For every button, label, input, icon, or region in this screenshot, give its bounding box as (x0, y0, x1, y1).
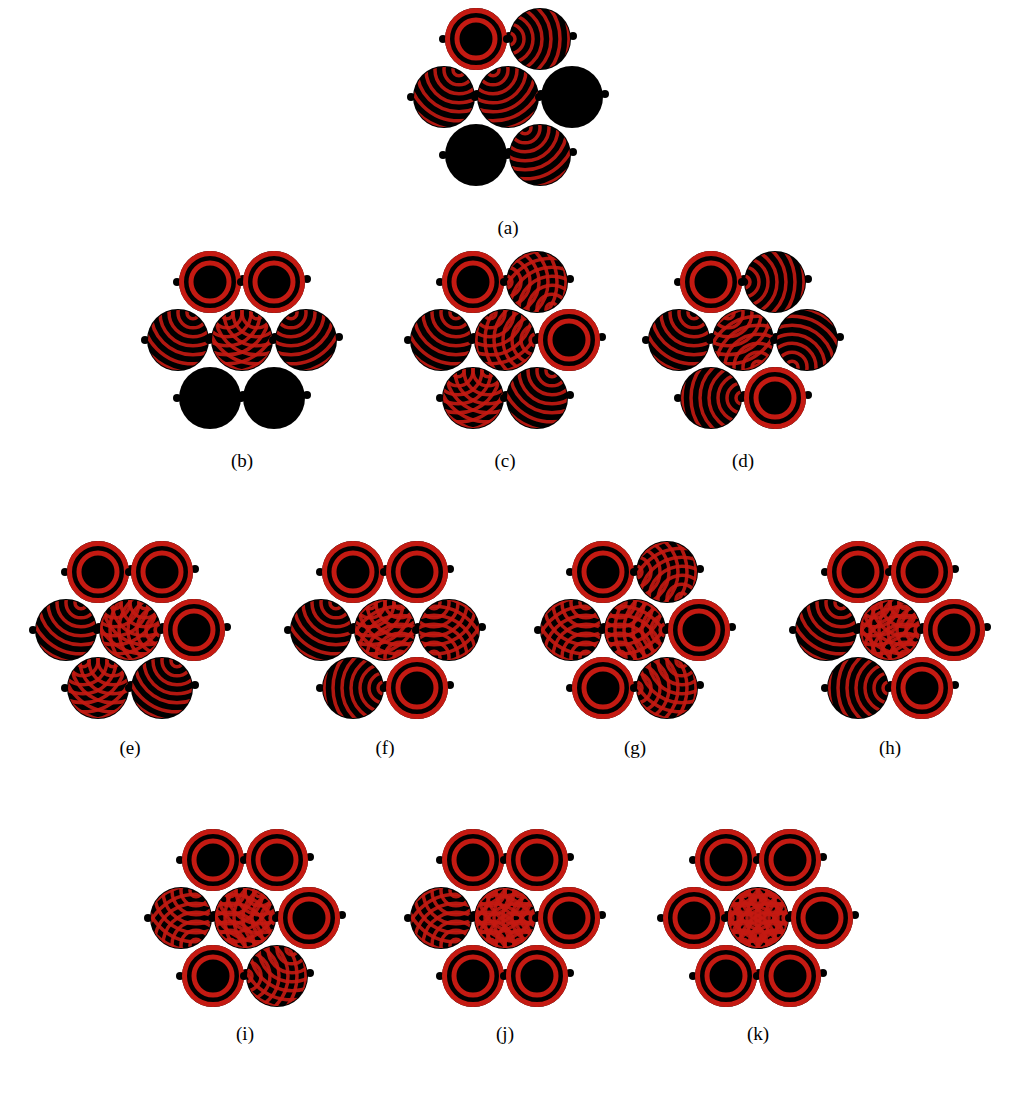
panel-label: (d) (732, 450, 754, 472)
disc (532, 887, 606, 949)
disc-cluster (276, 541, 494, 748)
disc (753, 829, 827, 891)
disc (689, 829, 763, 891)
panel-label: (j) (496, 1023, 514, 1045)
disc (173, 367, 247, 429)
disc (465, 68, 585, 188)
disc (566, 541, 640, 603)
disc-cluster (634, 222, 852, 458)
disc (738, 367, 812, 429)
disc-cluster (396, 222, 612, 431)
panel-label: (c) (494, 450, 515, 472)
disc (732, 307, 852, 427)
panel-label: (g) (624, 737, 646, 759)
disc-cluster (136, 829, 352, 1036)
disc (439, 8, 513, 70)
disc-cluster (526, 512, 742, 748)
disc (231, 253, 351, 373)
panel-label: (i) (236, 1023, 254, 1045)
disc (576, 601, 742, 748)
disc (186, 889, 352, 1036)
disc (117, 601, 237, 721)
disc (500, 829, 574, 891)
disc (173, 251, 247, 313)
panel-label: (b) (231, 450, 253, 472)
panel-label: (e) (119, 737, 140, 759)
disc (125, 541, 199, 603)
disc (237, 367, 311, 429)
disc-cluster (133, 251, 351, 429)
disc (436, 945, 510, 1007)
disc (885, 541, 959, 603)
disc-cluster (399, 0, 609, 188)
disc (157, 599, 231, 661)
disc (436, 829, 510, 891)
disc-cluster (396, 829, 606, 1007)
disc (380, 657, 454, 719)
panel-label: (f) (376, 737, 395, 759)
disc (785, 887, 859, 949)
disc (240, 829, 314, 891)
disc (657, 887, 731, 949)
disc (689, 945, 763, 1007)
panel-label: (a) (497, 217, 518, 239)
disc (674, 251, 748, 313)
disc (885, 657, 959, 719)
disc (176, 829, 250, 891)
panel-label: (k) (747, 1023, 769, 1045)
disc (316, 541, 390, 603)
disc (917, 599, 991, 661)
disc (566, 657, 640, 719)
disc-cluster (781, 541, 991, 748)
disc (753, 945, 827, 1007)
disc-cluster (21, 541, 237, 721)
disc (176, 945, 250, 1007)
disc (662, 599, 736, 661)
disc (433, 10, 553, 130)
disc (380, 541, 454, 603)
disc (532, 309, 606, 371)
disc (237, 251, 311, 313)
disc (436, 251, 510, 313)
disc (439, 124, 513, 186)
disc (272, 887, 346, 949)
disc-cluster (657, 829, 859, 1007)
panel-label: (h) (879, 737, 901, 759)
disc (61, 541, 135, 603)
disc (821, 541, 895, 603)
disc (500, 945, 574, 1007)
disc (492, 311, 612, 431)
disc (535, 66, 609, 128)
